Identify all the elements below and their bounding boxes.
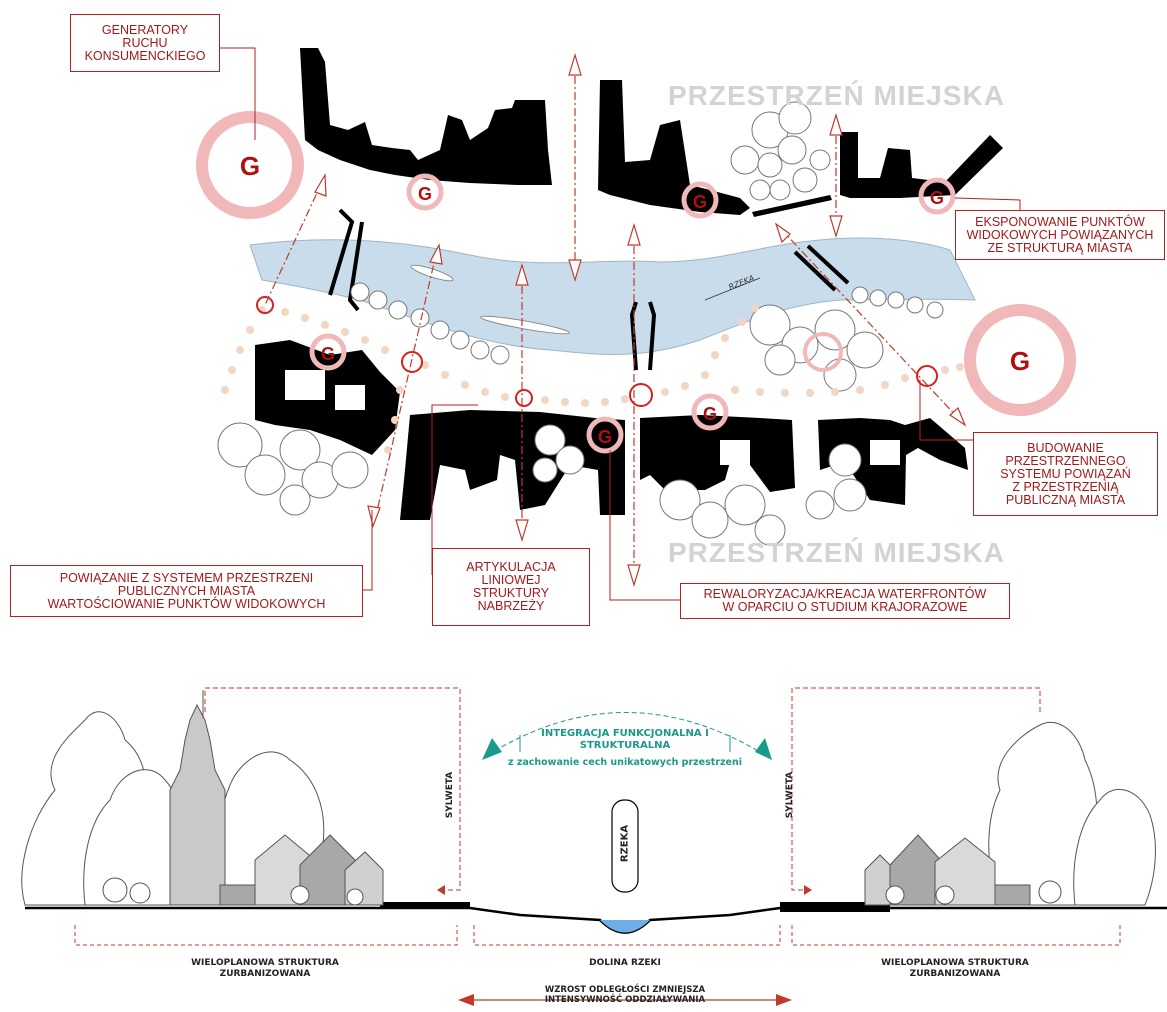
section-left xyxy=(21,690,384,906)
generator-letter: G xyxy=(598,427,612,447)
valley-caption: DOLINA RZEKI xyxy=(589,958,661,968)
generator-letter: G xyxy=(240,151,260,181)
left-structure-caption: WIELOPLANOWA STRUKTURA ZURBANIZOWANA xyxy=(191,958,339,979)
river-section-label: RZEKA xyxy=(619,824,631,863)
trees-plan xyxy=(217,101,944,546)
silhouette-left-label: SYLWETA xyxy=(445,771,455,819)
ground-line xyxy=(25,906,1167,934)
label-generators: GENERATORY RUCHU KONSUMENCKIEGO xyxy=(70,14,220,72)
dimension-brackets xyxy=(74,925,1121,946)
generator-letter: G xyxy=(1010,346,1030,376)
right-structure-caption: WIELOPLANOWA STRUKTURA ZURBANIZOWANA xyxy=(881,958,1029,979)
section-right xyxy=(864,722,1156,906)
label-waterfront: REWALORYZACJA/KREACJA WATERFRONTÓW W OPA… xyxy=(680,583,1010,619)
river-section xyxy=(600,920,650,933)
bridge-left xyxy=(328,208,364,312)
buildings-top xyxy=(300,48,1003,217)
label-linear-structure: ARTYKULACJA LINIOWEJ STRUKTURY NABRZEŻY xyxy=(432,548,590,626)
generator-letters: G G G G G G G G xyxy=(240,151,1030,447)
urban-space-bottom-label: PRZESTRZEŃ MIEJSKA xyxy=(668,537,1005,568)
viewpoints xyxy=(256,296,938,407)
generator-rings xyxy=(196,111,1076,454)
integration-title: INTEGRACJA FUNKCJONALNA I STRUKTURALNA xyxy=(510,728,740,752)
silhouette-right-label: SYLWETA xyxy=(785,771,795,819)
generator-letter: G xyxy=(693,192,707,212)
silhouette-frames xyxy=(204,687,1041,891)
distance-caption: WZROST ODLEGŁOŚCI ZMNIEJSZA INTENSYWNOŚĆ… xyxy=(544,985,706,1005)
generator-letter: G xyxy=(930,188,944,208)
urban-space-top-label: PRZESTRZEŃ MIEJSKA xyxy=(668,80,1005,111)
generator-letter: G xyxy=(418,184,432,204)
label-viewpoints: EKSPONOWANIE PUNKTÓW WIDOKOWYCH POWIĄZAN… xyxy=(955,210,1165,260)
integration-line2: STRUKTURALNA xyxy=(579,740,671,751)
label-public-space: POWIĄZANIE Z SYSTEMEM PRZESTRZENI PUBLIC… xyxy=(10,565,363,617)
axis-arrowheads xyxy=(314,52,967,588)
axes xyxy=(264,60,961,580)
river-pill xyxy=(611,799,639,893)
bridge-right xyxy=(793,244,850,292)
generator-letter: G xyxy=(321,344,335,364)
generator-letter: G xyxy=(703,404,717,424)
integration-arc xyxy=(487,712,766,756)
bridge-middle xyxy=(629,301,657,371)
integration-line1: INTEGRACJA FUNKCJONALNA I xyxy=(541,728,709,739)
promenade-path xyxy=(221,304,964,454)
integration-subtitle: z zachowanie cech unikatowych przestrzen… xyxy=(507,757,742,768)
label-spatial-system: BUDOWANIE PRZESTRZENNEGO SYSTEMU POWIĄZA… xyxy=(973,432,1158,516)
